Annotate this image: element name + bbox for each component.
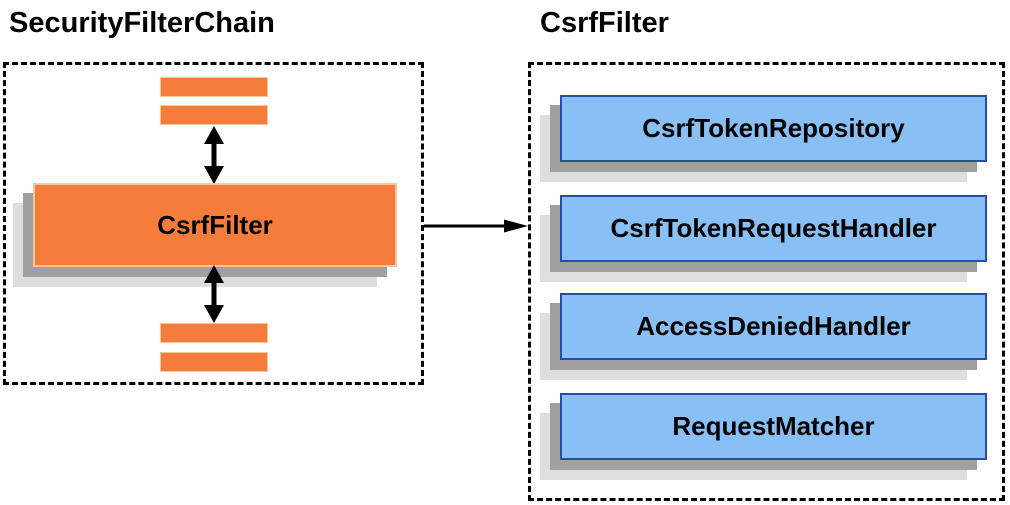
csrf-filter-box: CsrfFilter — [33, 183, 397, 267]
csrf-filter-components-container — [528, 62, 1005, 501]
filter-bar-top-2 — [160, 105, 268, 125]
right-arrow-connector — [424, 219, 528, 233]
component-box-label: AccessDeniedHandler — [636, 311, 911, 341]
csrf-filter-box-label: CsrfFilter — [157, 209, 273, 240]
filter-bar-bottom-2 — [160, 352, 268, 372]
component-box-request-matcher: RequestMatcher — [540, 393, 987, 480]
double-headed-arrow-top — [204, 126, 224, 184]
component-box-csrf-token-repository: CsrfTokenRepository — [540, 95, 987, 182]
component-box-label: CsrfTokenRequestHandler — [610, 213, 937, 243]
component-box-access-denied-handler: AccessDeniedHandler — [540, 293, 987, 380]
double-headed-arrow-bottom — [204, 265, 224, 323]
filter-bar-bottom-1 — [160, 323, 268, 343]
component-box-csrf-token-request-handler: CsrfTokenRequestHandler — [540, 195, 987, 282]
component-box-label: RequestMatcher — [672, 411, 875, 441]
security-filter-chain-container — [3, 62, 424, 385]
component-box-face: CsrfTokenRepository — [560, 95, 987, 162]
component-box-label: CsrfTokenRepository — [642, 113, 905, 143]
component-box-face: AccessDeniedHandler — [560, 293, 987, 360]
left-panel-title: SecurityFilterChain — [9, 7, 275, 39]
right-panel-title: CsrfFilter — [540, 7, 669, 39]
filter-bar-top-1 — [160, 77, 268, 97]
component-box-face: RequestMatcher — [560, 393, 987, 460]
component-box-face: CsrfTokenRequestHandler — [560, 195, 987, 262]
